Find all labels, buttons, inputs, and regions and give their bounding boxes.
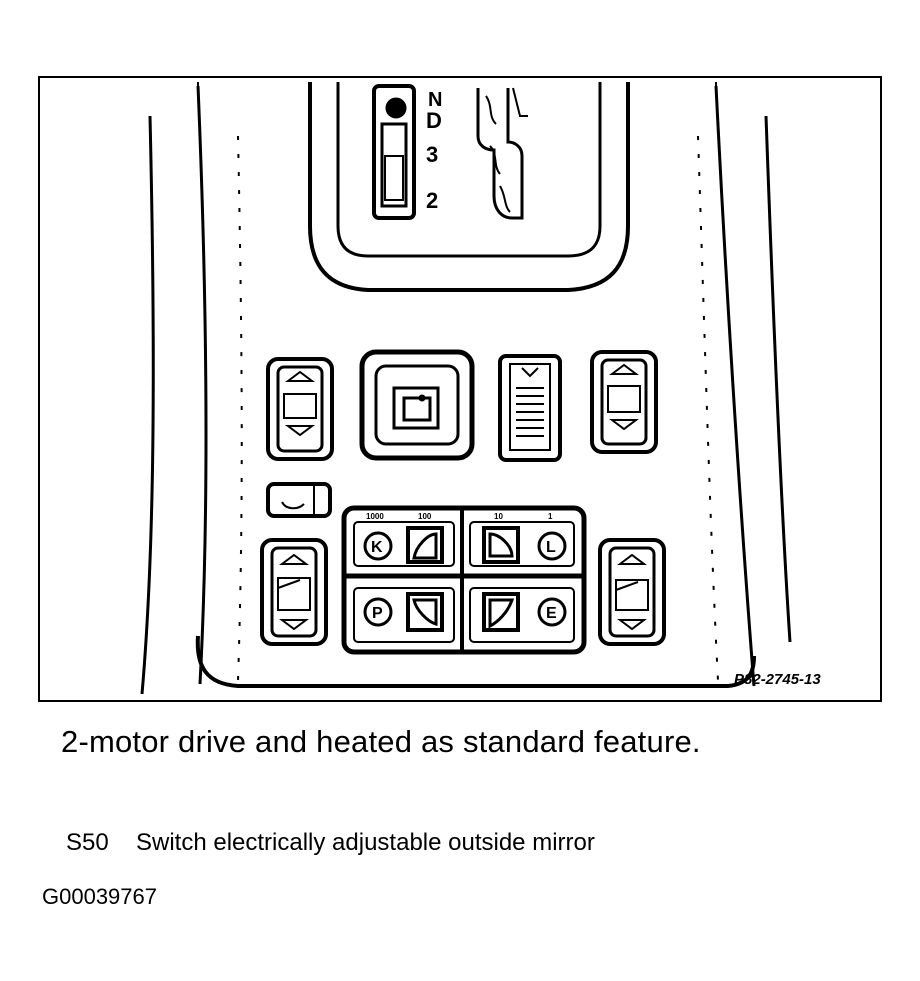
legend-description: Switch electrically adjustable outside m… <box>136 829 595 856</box>
small-toggle-switch <box>266 482 332 518</box>
console-diagram: N D 3 2 <box>38 76 882 702</box>
small-label-3: 1 <box>548 512 553 521</box>
window-switch-left-front <box>266 357 334 461</box>
figure-reference-code: P82-2745-13 <box>734 671 821 688</box>
legend-code: S50 <box>66 829 109 856</box>
button-label-l: L <box>546 539 556 556</box>
button-label-p: P <box>372 605 383 622</box>
gear-selector-housing <box>308 82 630 292</box>
program-button-labels: K L P E 1000 100 10 1 <box>366 512 557 622</box>
window-switch-left-rear <box>260 538 328 646</box>
button-label-e: E <box>546 605 557 622</box>
figure-caption: 2-motor drive and heated as standard fea… <box>61 724 701 759</box>
gear-position-labels: N D 3 2 <box>426 89 442 213</box>
small-label-2: 10 <box>494 512 503 521</box>
window-switch-right-front <box>590 350 658 454</box>
small-label-0: 1000 <box>366 512 384 521</box>
gear-label-3: 2 <box>426 188 438 213</box>
window-switch-right-rear <box>598 538 666 646</box>
image-id: G00039767 <box>42 884 157 909</box>
button-label-k: K <box>371 539 383 556</box>
gear-label-0: N <box>428 89 442 111</box>
console-outline <box>140 82 792 695</box>
console-diagram-svg: N D 3 2 <box>38 76 882 702</box>
ribbed-rocker-switch <box>498 354 562 462</box>
gear-label-2: 3 <box>426 142 438 167</box>
mirror-joystick-switch <box>359 349 475 461</box>
legend-row: S50 Switch electrically adjustable outsid… <box>66 829 595 857</box>
small-label-1: 100 <box>418 512 432 521</box>
program-button-panel <box>341 505 587 655</box>
gear-label-1: D <box>426 108 442 133</box>
